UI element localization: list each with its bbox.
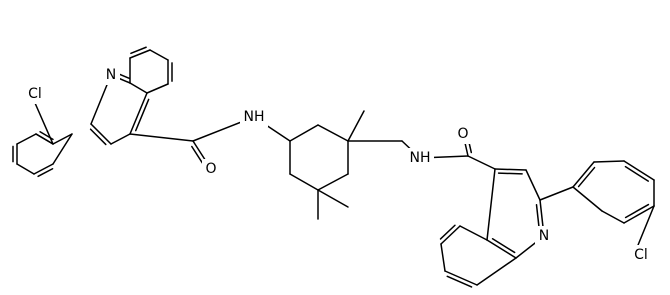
- bond-26: [317, 173, 349, 191]
- bond-53-double: [624, 203, 650, 219]
- bond-17: [129, 49, 151, 59]
- atom-label-layer: Cl N NH O O NH N Cl: [22, 65, 654, 265]
- bond-cl-right: [635, 205, 655, 251]
- bond-31: [317, 189, 349, 208]
- bond-14: [146, 83, 169, 94]
- bond-23: [289, 124, 319, 142]
- atom-o-right: O: [454, 124, 472, 144]
- bond-27: [289, 173, 319, 191]
- bond-5: [33, 163, 54, 175]
- atom-label-o-right: O: [457, 126, 468, 142]
- atom-label-cl-right: Cl: [634, 247, 648, 263]
- bond-49: [572, 161, 595, 188]
- atom-label-nh-right: NH: [410, 150, 431, 166]
- bond-42: [486, 168, 496, 241]
- bond-41: [486, 239, 517, 259]
- bond-6: [52, 133, 73, 165]
- bond-11-double: [134, 98, 150, 132]
- bond-16: [149, 49, 169, 61]
- atom-nh-right: NH: [406, 148, 434, 168]
- bond-44-double: [439, 224, 456, 240]
- bond-46-double: [446, 275, 473, 288]
- atom-cl-left: Cl: [22, 84, 48, 104]
- bond-2: [16, 133, 37, 145]
- bond-9-double: [89, 128, 107, 146]
- bond-10: [110, 133, 131, 145]
- bond-37: [494, 168, 527, 171]
- bond-43: [459, 225, 488, 241]
- bond-29: [347, 110, 365, 142]
- bond-17-double: [130, 46, 147, 55]
- bond-19: [129, 133, 194, 142]
- bond-53: [623, 205, 655, 224]
- bond-12: [129, 82, 148, 94]
- bond-4: [16, 163, 35, 175]
- bond-47: [476, 257, 517, 286]
- bond-50: [593, 160, 625, 163]
- bond-cl-left: [34, 102, 54, 145]
- bond-49-double: [577, 166, 596, 188]
- bond-5-double: [37, 167, 54, 178]
- bond-44: [440, 225, 461, 245]
- bond-54: [601, 210, 625, 224]
- bond-48: [539, 186, 574, 201]
- atom-label-nh-left: NH: [244, 109, 265, 125]
- bond-0: [52, 133, 73, 145]
- bond-7: [35, 133, 54, 145]
- atom-n-left: N: [102, 65, 120, 85]
- bond-24: [317, 124, 349, 142]
- atom-label-n-right: N: [539, 228, 549, 244]
- bond-11: [129, 92, 148, 135]
- bond-45: [440, 243, 446, 272]
- atom-label-cl-left: Cl: [28, 86, 42, 102]
- bond-51-double: [624, 165, 650, 182]
- atom-o-left: O: [202, 159, 220, 179]
- atom-n-right: N: [535, 226, 553, 246]
- bond-layer: [12, 46, 655, 288]
- atom-nh-left: NH: [240, 107, 268, 127]
- atom-label-o-left: O: [205, 161, 216, 177]
- bond-38: [525, 169, 541, 201]
- bond-9: [90, 123, 112, 145]
- bond-37-double: [497, 172, 523, 175]
- bond-51: [623, 160, 655, 181]
- bond-55: [572, 186, 603, 212]
- bond-46: [444, 270, 478, 286]
- bond-41-double: [491, 238, 516, 254]
- atom-cl-right: Cl: [628, 245, 654, 265]
- bond-36: [467, 155, 496, 170]
- atom-label-n-left: N: [106, 67, 116, 83]
